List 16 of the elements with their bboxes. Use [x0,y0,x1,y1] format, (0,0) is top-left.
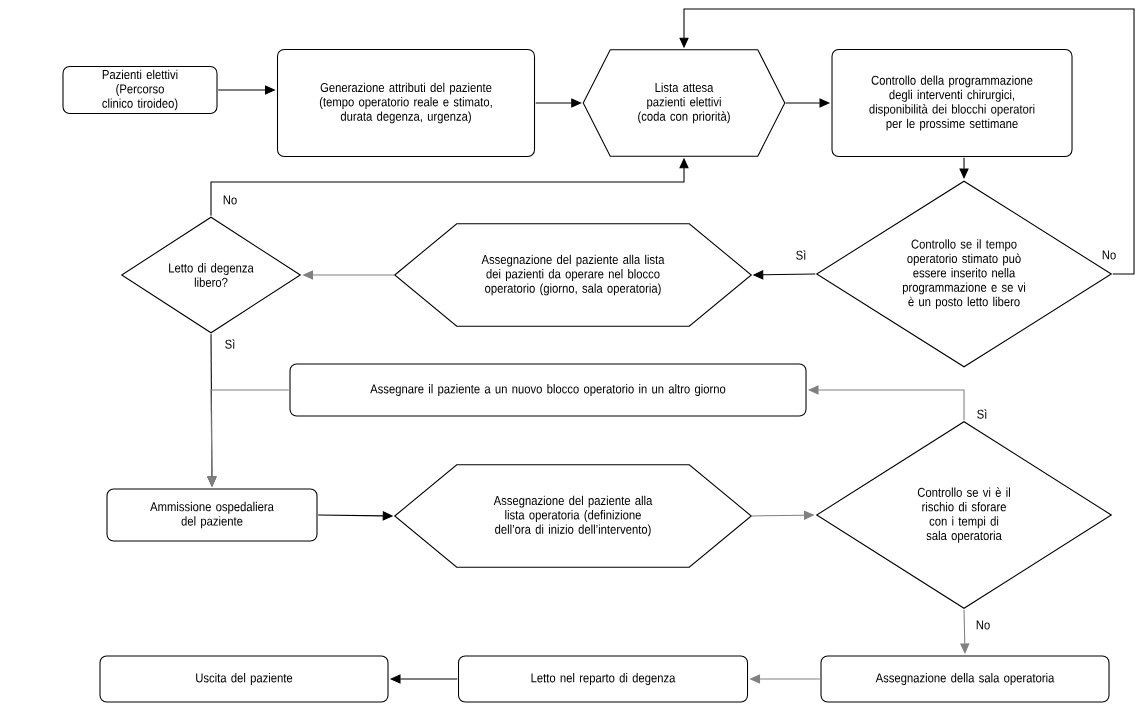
process-box: Uscita del paziente [99,655,389,703]
edge-label: No [974,619,992,631]
arrow [535,98,582,108]
process-box: Assegnazione della sala operatoria [820,655,1110,703]
process-box: Assegnare il paziente a un nuovo blocco operatorio in un altro giorno [289,363,807,417]
arrow [679,8,1135,275]
process-box: Controllo della programmazione degli interventi chirurgici, disponibilità dei blocchi operatori per le prossime settimane [831,48,1073,158]
hexagon-box: Lista attesa pazienti elettivi (coda con priorità) [582,49,786,157]
process-box: Pazienti elettivi (Percorso clinico tiroideo) [62,65,218,115]
process-box: Ammissione ospedaliera del paziente [106,488,318,542]
edge-label: Sì [975,407,989,421]
edge-label: Sì [223,337,237,351]
process-box: Generazione attributi del paziente (tempo operatorio reale e stimato, durata degenza, urgenza) [276,48,536,158]
edge-label: No [221,194,239,206]
edge-label: Sì [794,248,808,262]
process-box: Letto nel reparto di degenza [457,655,749,703]
